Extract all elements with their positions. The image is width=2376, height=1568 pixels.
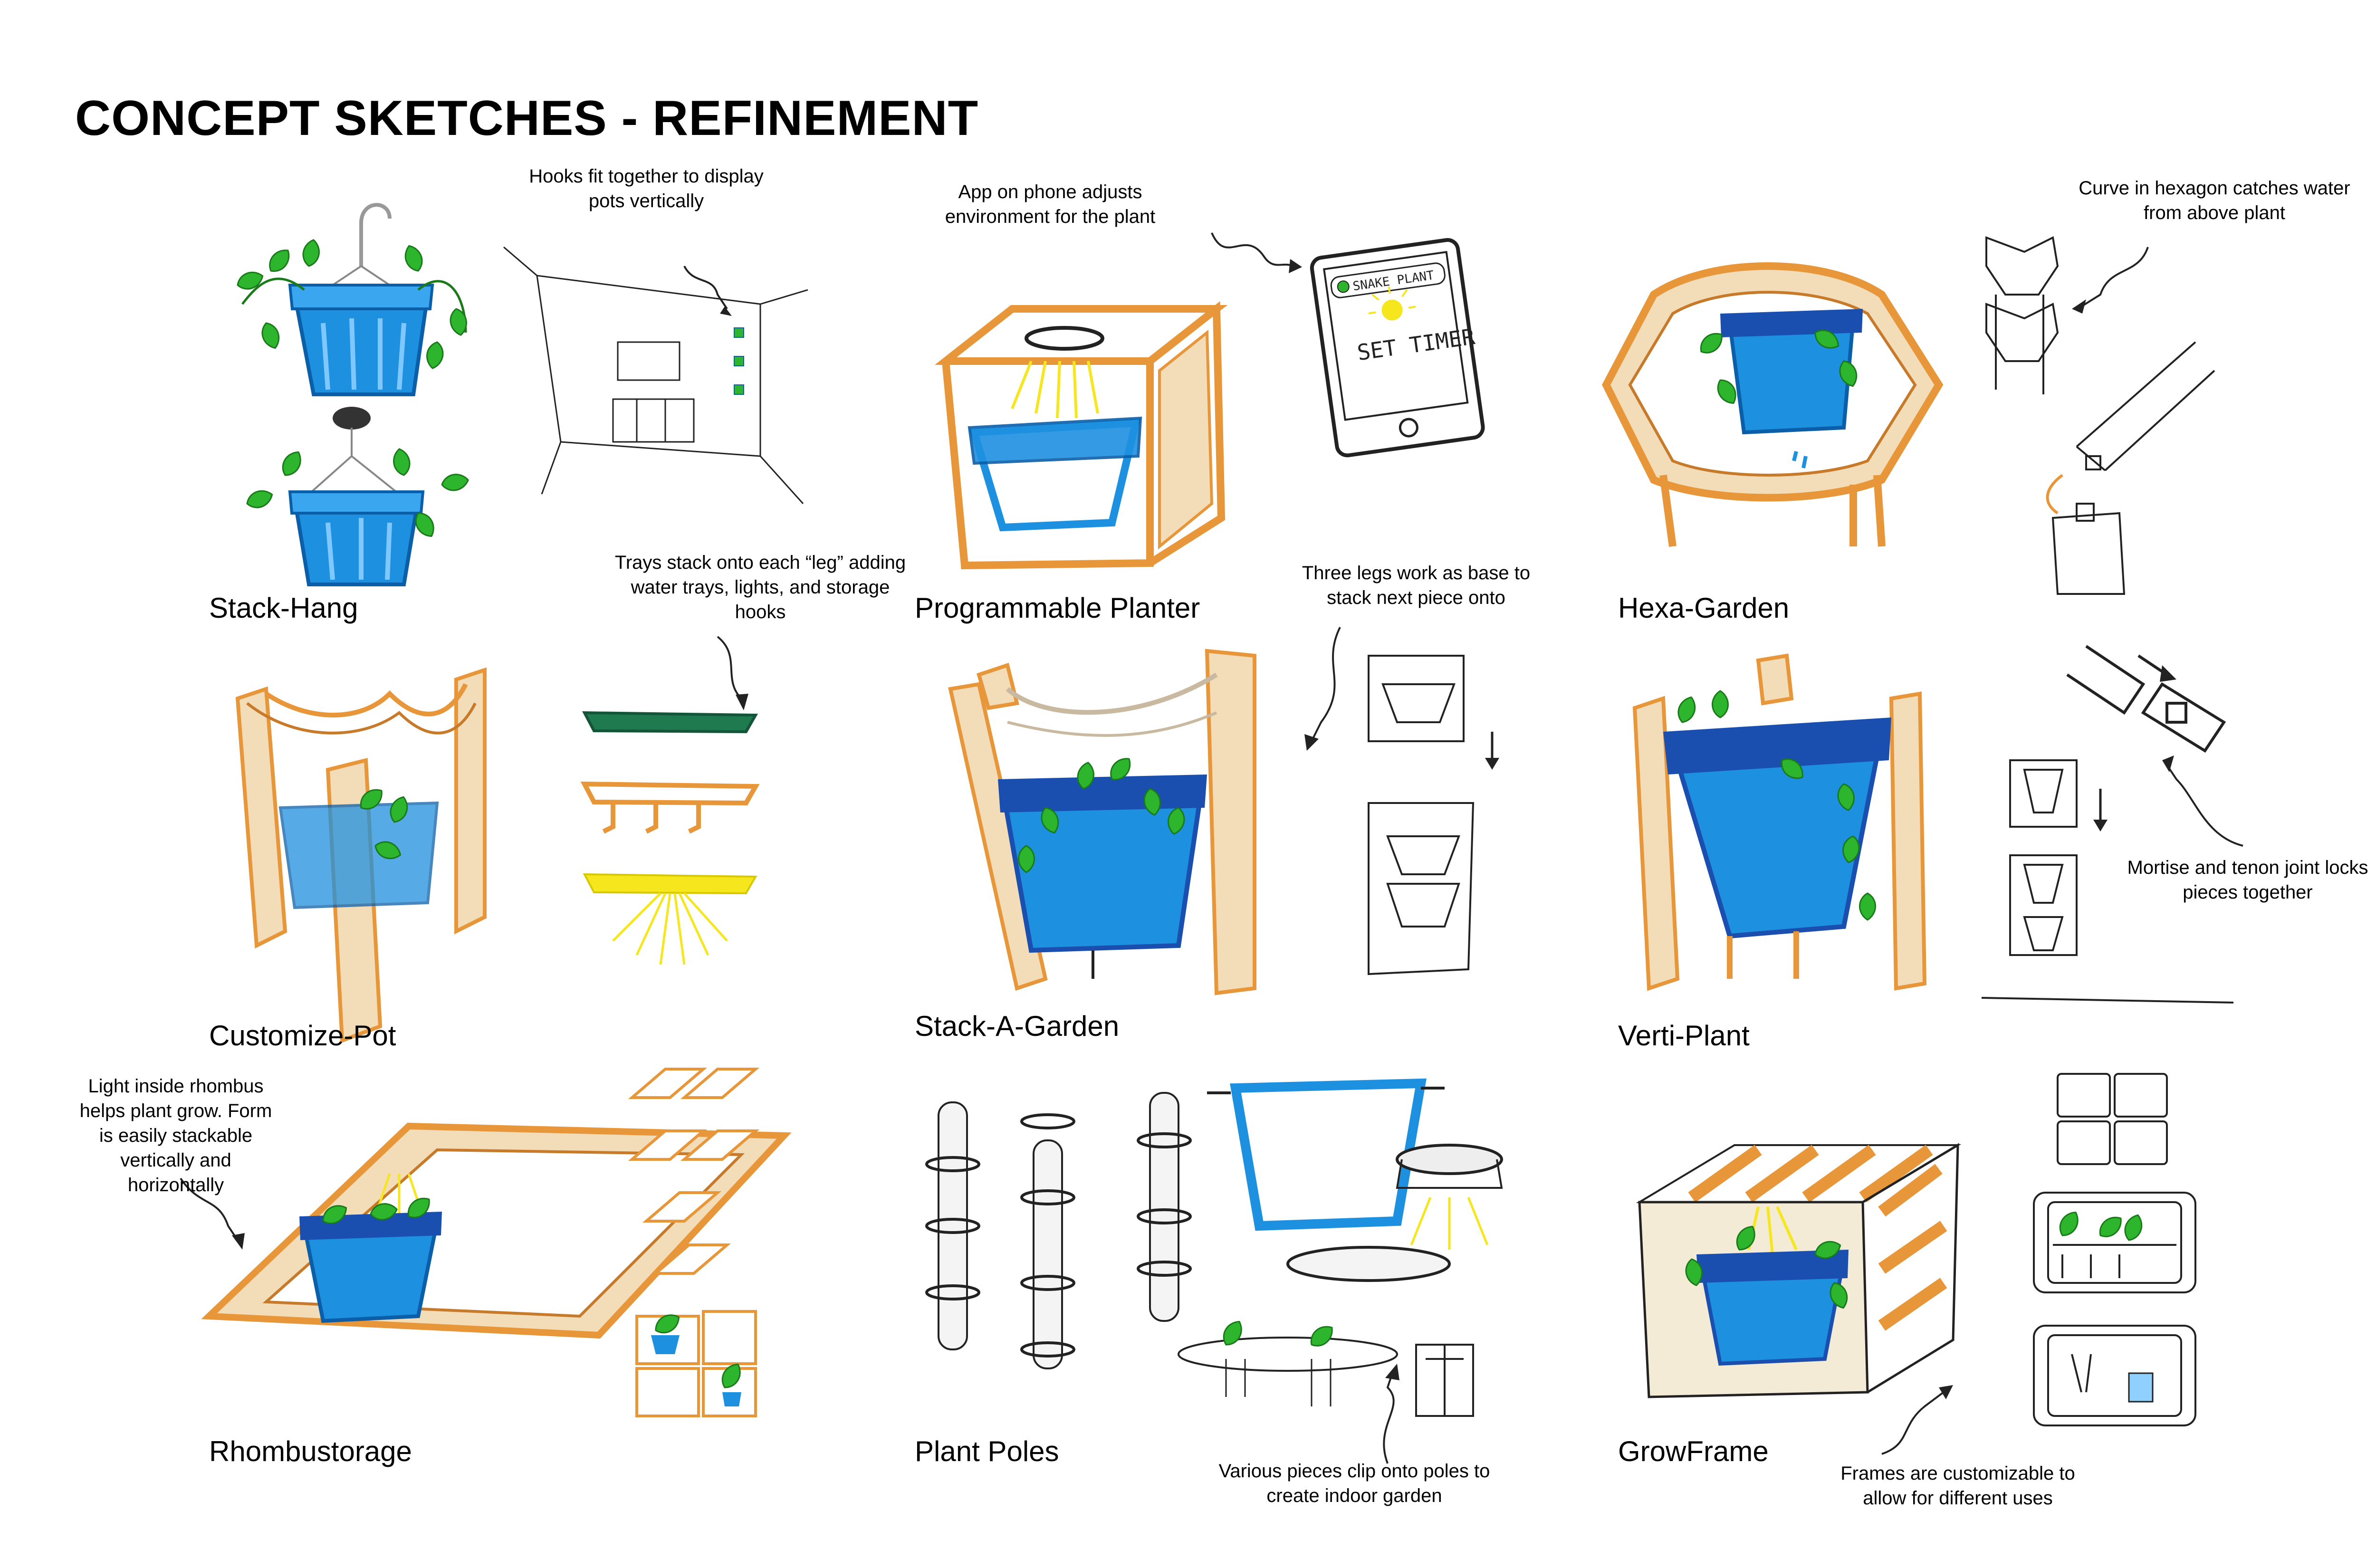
growframe-sketch (1636, 1073, 2196, 1455)
annotation-stack-a-garden: Three legs work as base to stack next pi… (1302, 563, 1531, 608)
annotation-hexa-garden: Curve in hexagon catches water from abov… (2079, 178, 2350, 223)
programmable-planter-sketch: SNAKE PLANT SET TIMER (934, 232, 1485, 570)
customize-pot-sketch (235, 636, 760, 1043)
concept-label-verti-plant: Verti-Plant (1618, 1020, 1750, 1052)
concept-label-stack-a-garden: Stack-A-Garden (915, 1010, 1120, 1042)
concept-label-stack-hang: Stack-Hang (209, 592, 358, 624)
phone-action: SET TIMER (1356, 324, 1477, 365)
concept-label-growframe: GrowFrame (1618, 1435, 1769, 1467)
concept-label-plant-poles: Plant Poles (915, 1435, 1059, 1467)
stack-a-garden-sketch (948, 627, 1499, 995)
hexa-garden-sketch (1602, 236, 2215, 595)
verti-plant-sketch (1632, 645, 2243, 1004)
annotation-rhombustorage: Light inside rhombus helps plant grow. F… (79, 1076, 272, 1195)
page-title: CONCEPT SKETCHES - REFINEMENT (75, 91, 979, 146)
annotation-verti-plant: Mortise and tenon joint locks pieces tog… (2127, 857, 2368, 903)
annotation-plant-poles: Various pieces clip onto poles to create… (1218, 1461, 1490, 1506)
annotation-programmable-planter: App on phone adjusts environment for the… (945, 182, 1156, 227)
rhombustorage-sketch (180, 1068, 792, 1417)
plant-poles-sketch (925, 1078, 1503, 1464)
concept-label-programmable-planter: Programmable Planter (915, 592, 1200, 624)
concept-label-customize-pot: Customize-Pot (209, 1020, 396, 1052)
annotation-growframe: Frames are customizable to allow for dif… (1840, 1463, 2075, 1509)
annotation-stack-hang: Hooks fit together to display pots verti… (529, 166, 764, 211)
concept-label-rhombustorage: Rhombustorage (209, 1435, 412, 1467)
stack-hang-sketch (234, 203, 808, 586)
annotation-customize-pot: Trays stack onto each “leg” adding water… (614, 552, 906, 622)
concept-label-hexa-garden: Hexa-Garden (1618, 592, 1790, 624)
